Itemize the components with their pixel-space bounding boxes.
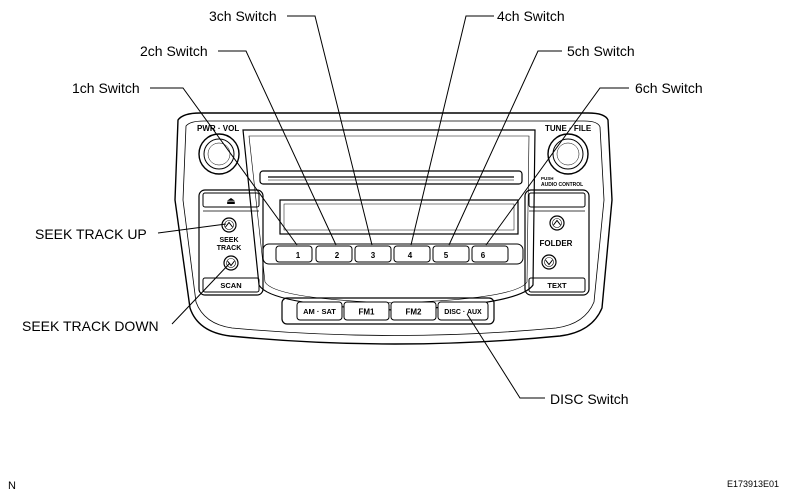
leader-seek-down: [171, 262, 231, 325]
seek-up-button[interactable]: [221, 217, 237, 233]
tune-file-label: TUNE · FILE: [545, 124, 592, 133]
preset-button-4[interactable]: 4: [393, 245, 431, 263]
preset-label-5: 5: [444, 251, 449, 260]
preset-label-2: 2: [335, 251, 340, 260]
push-label: PUSH: [541, 176, 554, 181]
scan-label: SCAN: [220, 281, 241, 290]
tune-file-knob[interactable]: [547, 133, 589, 175]
callout-ch4: 4ch Switch: [497, 8, 565, 24]
leader-ch1: [150, 87, 298, 246]
preset-button-2[interactable]: 2: [315, 245, 353, 263]
folder-down-button[interactable]: [541, 254, 557, 270]
preset-button-6[interactable]: 6: [471, 245, 509, 263]
leader-ch5: [448, 50, 562, 246]
callout-ch3: 3ch Switch: [209, 8, 277, 24]
fm2-label: FM2: [406, 308, 423, 317]
pwr-vol-label: PWR · VOL: [197, 124, 239, 133]
leader-ch6: [485, 87, 629, 246]
right-button-panel: [524, 189, 590, 296]
track-label: TRACK: [217, 245, 242, 252]
text-label: TEXT: [547, 281, 567, 290]
right-panel-top-cap: [528, 192, 586, 208]
callout-ch6: 6ch Switch: [635, 80, 703, 96]
figure-id-code: E173913E01: [726, 479, 779, 489]
seek-down-button[interactable]: [223, 255, 239, 271]
preset-label-3: 3: [371, 251, 376, 260]
audio-control-label: AUDIO CONTROL: [541, 182, 583, 188]
fm2-button[interactable]: FM2: [390, 301, 437, 321]
preset-label-1: 1: [296, 251, 301, 260]
display-screen-inner: [283, 203, 515, 231]
callout-seek-up: SEEK TRACK UP: [35, 226, 147, 242]
preset-label-6: 6: [481, 251, 486, 260]
folder-label: FOLDER: [540, 239, 573, 248]
text-button[interactable]: [528, 277, 586, 293]
outer-bezel: [174, 112, 613, 345]
display-screen: [279, 199, 519, 235]
preset-button-3[interactable]: 3: [354, 245, 392, 263]
fm1-label: FM1: [359, 308, 376, 317]
am-sat-label: AM · SAT: [303, 307, 336, 316]
am-sat-button[interactable]: AM · SAT: [296, 301, 343, 321]
eject-button[interactable]: [202, 192, 260, 208]
band-strip: [281, 297, 495, 325]
callout-ch2: 2ch Switch: [140, 43, 208, 59]
preset-button-1[interactable]: 1: [275, 245, 313, 263]
callout-ch1: 1ch Switch: [72, 80, 140, 96]
disc-aux-button[interactable]: DISC · AUX: [437, 301, 489, 321]
leader-ch4: [410, 15, 494, 246]
figure-side-code: N: [8, 480, 16, 492]
callout-disc: DISC Switch: [550, 391, 629, 407]
leader-seek-up: [157, 223, 227, 234]
preset-button-5[interactable]: 5: [432, 245, 470, 263]
disc-aux-label: DISC · AUX: [444, 309, 482, 316]
callout-ch5: 5ch Switch: [567, 43, 635, 59]
leader-disc: [466, 313, 545, 399]
pwr-vol-knob[interactable]: [198, 133, 240, 175]
fm1-button[interactable]: FM1: [343, 301, 390, 321]
left-button-panel: [198, 189, 264, 296]
seek-label: SEEK: [219, 237, 238, 244]
folder-up-button[interactable]: [549, 215, 565, 231]
eject-icon: ⏏: [226, 196, 235, 207]
preset-label-4: 4: [408, 251, 413, 260]
callout-seek-down: SEEK TRACK DOWN: [22, 318, 159, 334]
scan-button[interactable]: [202, 277, 260, 293]
leader-ch3: [287, 15, 373, 246]
leader-ch2: [218, 50, 337, 246]
inner-bezel: [182, 120, 605, 336]
